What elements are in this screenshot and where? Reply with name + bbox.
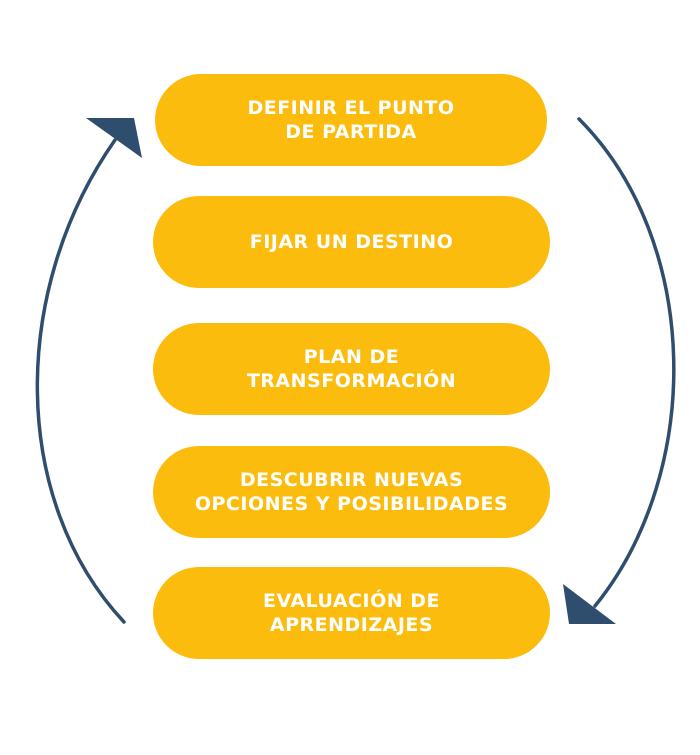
step-label: EVALUACIÓN DE APRENDIZAJES <box>262 590 440 636</box>
step-set-destination: FIJAR UN DESTINO <box>153 196 550 288</box>
step-transformation-plan: PLAN DE TRANSFORMACIÓN <box>153 323 550 415</box>
step-label: DEFINIR EL PUNTO DE PARTIDA <box>247 97 455 143</box>
right-arrowhead-icon <box>563 584 616 624</box>
step-label: PLAN DE TRANSFORMACIÓN <box>246 346 457 392</box>
step-label: FIJAR UN DESTINO <box>249 231 454 253</box>
left-arrowhead-icon <box>86 118 142 158</box>
step-evaluate-learnings: EVALUACIÓN DE APRENDIZAJES <box>153 567 550 659</box>
step-define-starting-point: DEFINIR EL PUNTO DE PARTIDA <box>155 74 547 166</box>
left-cycle-arc <box>35 138 126 624</box>
step-label: DESCUBRIR NUEVAS OPCIONES Y POSIBILIDADE… <box>194 469 509 515</box>
step-discover-options: DESCUBRIR NUEVAS OPCIONES Y POSIBILIDADE… <box>153 446 550 538</box>
right-cycle-arc <box>577 117 676 608</box>
